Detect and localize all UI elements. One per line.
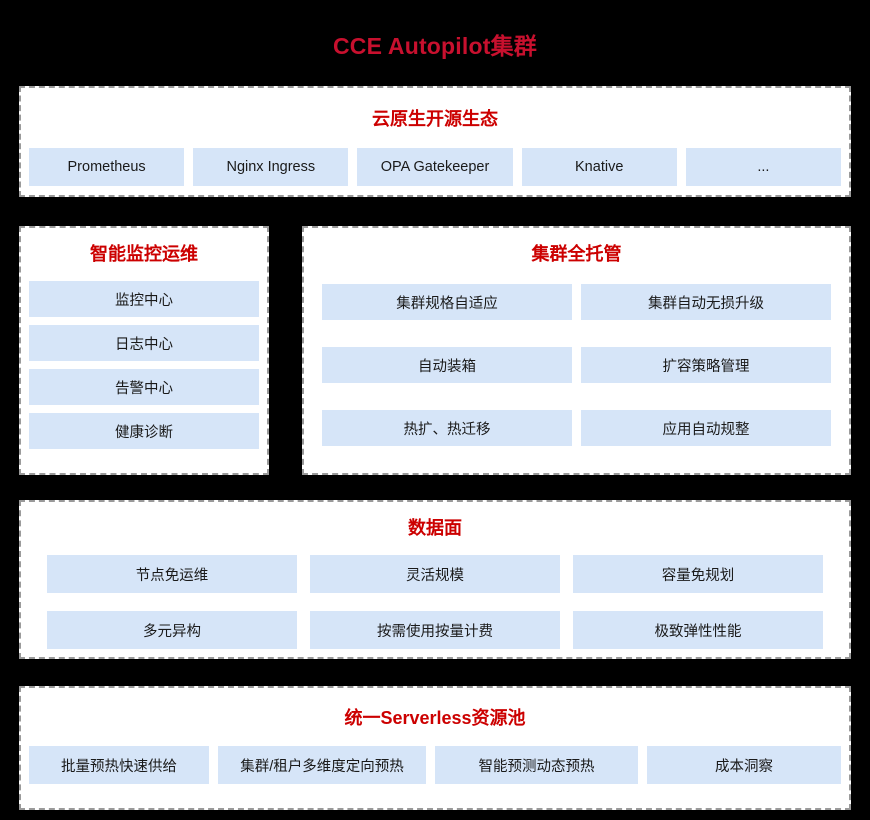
chip-nginx-ingress[interactable]: Nginx Ingress: [193, 148, 349, 186]
ecosystem-chip-row: Prometheus Nginx Ingress OPA Gatekeeper …: [29, 148, 842, 186]
chip-batch-prewarm-fast-supply[interactable]: 批量预热快速供给: [29, 746, 209, 784]
chip-knative[interactable]: Knative: [521, 148, 677, 186]
panel-dataplane-title: 数据面: [408, 518, 462, 538]
managed-cluster-chip-grid: 集群规格自适应 集群自动无损升级 自动装箱 扩容策略管理 热扩、热迁移 应用自动…: [322, 284, 831, 446]
chip-auto-binpacking[interactable]: 自动装箱: [322, 347, 572, 383]
panel-ecosystem-title: 云原生开源生态: [372, 109, 498, 129]
chip-cluster-lossless-upgrade[interactable]: 集群自动无损升级: [581, 284, 831, 320]
chip-prometheus[interactable]: Prometheus: [29, 148, 185, 186]
chip-monitoring-center[interactable]: 监控中心: [29, 281, 259, 317]
panel-managed-cluster: 集群全托管 集群规格自适应 集群自动无损升级 自动装箱 扩容策略管理 热扩、热迁…: [302, 226, 851, 475]
page-title: CCE Autopilot集群: [332, 33, 537, 59]
chip-more-ellipsis[interactable]: ...: [685, 148, 842, 186]
chip-cost-insight[interactable]: 成本洞察: [646, 746, 841, 784]
panel-dataplane: 数据面 节点免运维 灵活规模 容量免规划 多元异构 按需使用按量计费 极致弹性性…: [19, 500, 851, 659]
chip-capacity-planning-free[interactable]: 容量免规划: [573, 555, 823, 593]
chip-multi-dimension-targeted-prewarm[interactable]: 集群/租户多维度定向预热: [217, 746, 427, 784]
chip-heterogeneous[interactable]: 多元异构: [47, 611, 297, 649]
dataplane-chip-grid: 节点免运维 灵活规模 容量免规划 多元异构 按需使用按量计费 极致弹性性能: [47, 555, 823, 649]
chip-scaling-policy-management[interactable]: 扩容策略管理: [581, 347, 831, 383]
panel-serverless-pool: 统一Serverless资源池 批量预热快速供给 集群/租户多维度定向预热 智能…: [19, 686, 851, 810]
chip-cluster-spec-adaptive[interactable]: 集群规格自适应: [322, 284, 572, 320]
chip-opa-gatekeeper[interactable]: OPA Gatekeeper: [357, 148, 513, 186]
chip-pay-as-you-go[interactable]: 按需使用按量计费: [310, 611, 560, 649]
chip-health-diagnosis[interactable]: 健康诊断: [29, 413, 259, 449]
panel-monitoring: 智能监控运维 监控中心 日志中心 告警中心 健康诊断: [19, 226, 269, 475]
panel-ecosystem: 云原生开源生态 Prometheus Nginx Ingress OPA Gat…: [19, 86, 851, 197]
chip-log-center[interactable]: 日志中心: [29, 325, 259, 361]
chip-app-auto-rightsizing[interactable]: 应用自动规整: [581, 410, 831, 446]
panel-monitoring-title: 智能监控运维: [90, 244, 198, 264]
monitoring-chip-column: 监控中心 日志中心 告警中心 健康诊断: [29, 281, 259, 449]
chip-node-maintenance-free[interactable]: 节点免运维: [47, 555, 297, 593]
chip-predictive-dynamic-prewarm[interactable]: 智能预测动态预热: [435, 746, 638, 784]
serverless-chip-row: 批量预热快速供给 集群/租户多维度定向预热 智能预测动态预热 成本洞察: [29, 746, 841, 784]
chip-hot-scale-hot-migrate[interactable]: 热扩、热迁移: [322, 410, 572, 446]
chip-flexible-scale[interactable]: 灵活规模: [310, 555, 560, 593]
panel-serverless-pool-title: 统一Serverless资源池: [344, 708, 526, 728]
panel-managed-cluster-title: 集群全托管: [531, 244, 622, 264]
chip-extreme-elastic-performance[interactable]: 极致弹性性能: [573, 611, 823, 649]
chip-alarm-center[interactable]: 告警中心: [29, 369, 259, 405]
